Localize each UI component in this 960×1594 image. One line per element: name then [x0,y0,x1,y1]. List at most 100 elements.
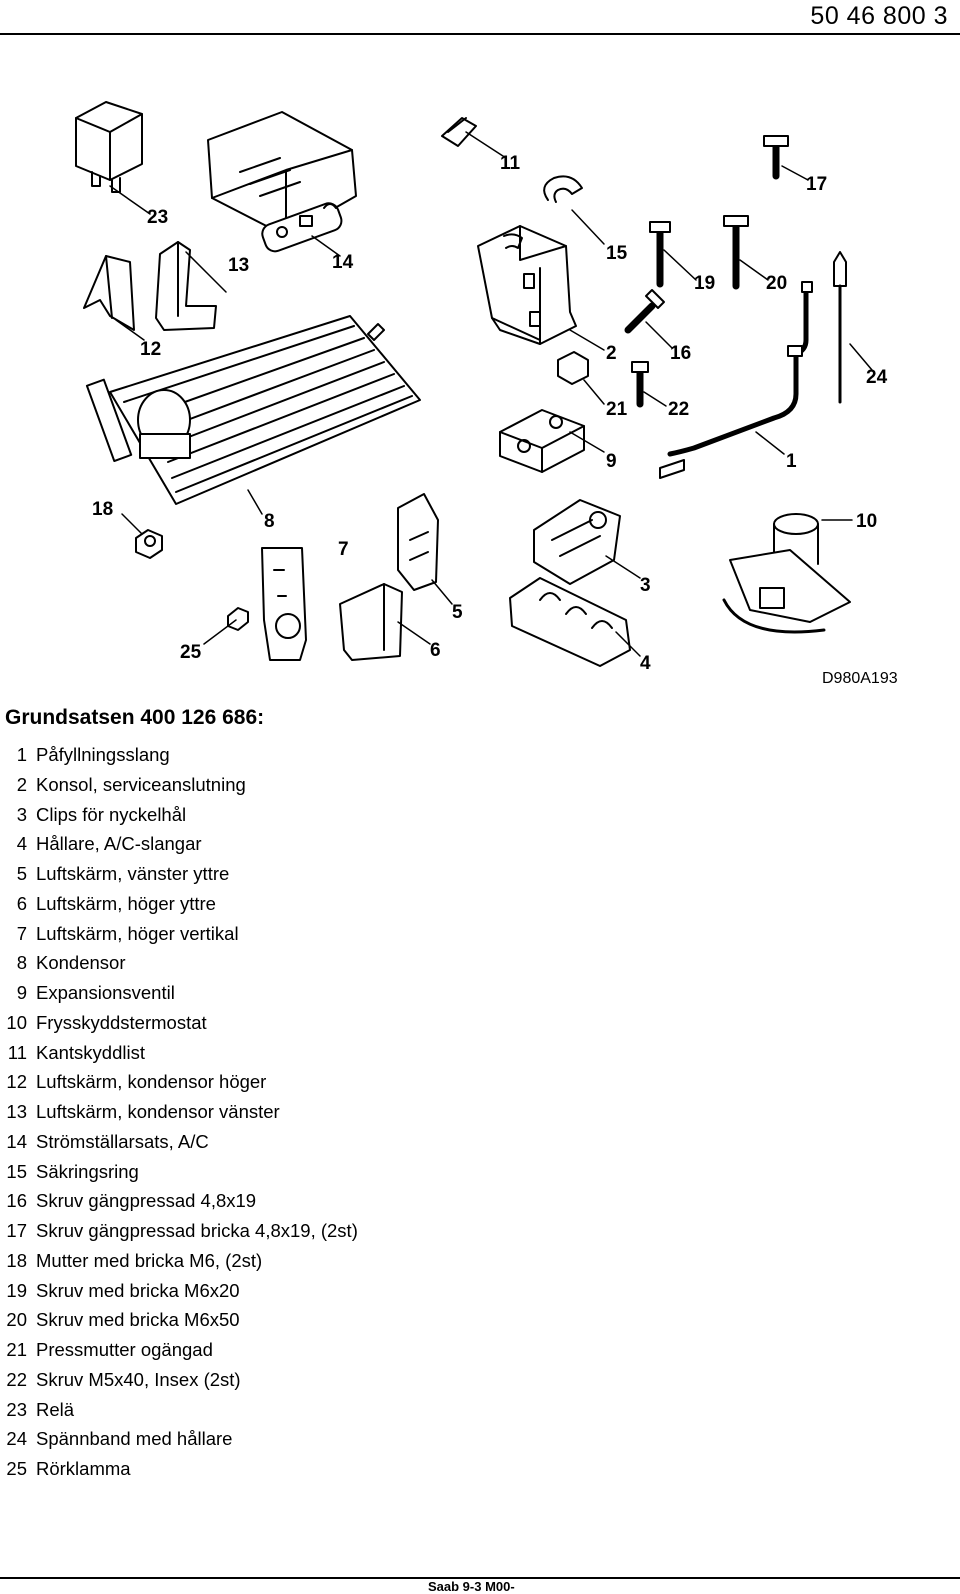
part-number: 22 [6,1368,27,1390]
part-number: 12 [6,1071,27,1093]
part-name: Expansionsventil [36,982,175,1003]
part-name: Skruv gängpressad 4,8x19 [36,1190,257,1212]
list-item: 13 Luftskärm, kondensor vänster [0,1097,358,1127]
callout-label: 20 [766,273,788,294]
callout-label: 7 [338,539,349,560]
thermostat-illustration [722,513,851,634]
callout-label: 2 [606,343,617,364]
part-name: Kondensor [36,952,126,974]
list-item: 16 Skruv gängpressad 4,8x19 [0,1186,358,1216]
callout-label: 8 [264,511,275,532]
list-item: 18 Mutter med bricka M6, (2st) [0,1246,358,1276]
shield-5-illustration [397,493,439,591]
part-number: 7 [16,922,27,944]
part-name: Relä [36,1398,75,1420]
part-name: Skruv gängpressad bricka 4,8x19, (2st) [36,1220,358,1241]
hose-holder-illustration [509,577,631,667]
callout-label: 19 [694,273,716,294]
part-name: Säkringsring [36,1160,139,1182]
part-number: 20 [6,1309,27,1331]
part-number: 17 [6,1220,27,1241]
callout-label: 21 [606,399,628,420]
part-number: 10 [6,1011,27,1033]
callout-label: 24 [866,367,888,388]
figure-reference: D980A193 [822,670,898,687]
part-name: Skruv med bricka M6x20 [36,1279,240,1301]
part-name: Pressmutter ogängad [36,1339,213,1360]
cable-tie-illustration [833,251,847,404]
pipe-clamp-illustration [227,607,249,631]
list-item: 2 Konsol, serviceanslutning [0,770,358,800]
part-number: 9 [16,982,27,1003]
callout-label: 12 [140,339,162,360]
expansion-valve-illustration [499,409,585,473]
screw-22-illustration [631,361,649,408]
screw-20-illustration [723,215,749,290]
parts-diagram [75,101,873,667]
callout-label: 13 [228,255,250,276]
list-item: 25 Rörklamma [0,1454,358,1484]
condenser-shield-12-illustration [83,255,135,331]
callout-label: 3 [640,575,651,596]
callout-label: 4 [640,653,651,674]
callout-label: 16 [670,343,692,364]
part-number: 16 [6,1190,27,1212]
press-nut-illustration [557,351,589,385]
part-number: 4 [16,833,27,855]
callout-label: 6 [430,640,441,661]
callout-label: 22 [668,399,690,420]
part-number: 6 [16,892,27,914]
list-item: 17 Skruv gängpressad bricka 4,8x19, (2st) [0,1216,358,1246]
part-name: Mutter med bricka M6, (2st) [36,1249,263,1271]
service-bracket-illustration [477,225,577,345]
leader-lines [109,131,873,657]
part-name: Kantskyddlist [36,1041,145,1063]
screw-16-illustration [624,289,665,334]
part-number: 13 [6,1101,27,1122]
callout-label: 11 [500,153,521,174]
part-number: 21 [6,1339,27,1360]
part-number: 3 [16,803,27,825]
part-number: 1 [16,744,27,765]
condenser-shield-13-illustration [155,241,217,331]
callout-label: 14 [332,252,354,273]
part-name: Spännband med hållare [36,1428,233,1450]
document-number: 50 46 800 3 [810,2,948,30]
header-rule [0,33,960,35]
list-item: 6 Luftskärm, höger yttre [0,889,358,919]
relay-illustration [75,101,143,193]
part-name: Skruv M5x40, Insex (2st) [36,1368,241,1390]
screw-19-illustration [649,221,671,288]
part-number: 5 [16,863,27,884]
screw-17-illustration [763,135,789,180]
list-item: 22 Skruv M5x40, Insex (2st) [0,1365,358,1395]
callout-label: 25 [180,642,202,663]
callout-label: 15 [606,243,628,264]
list-item: 9 Expansionsventil [0,978,358,1008]
part-number: 2 [16,773,27,795]
part-number: 25 [6,1458,27,1479]
filling-hose-illustration [659,281,813,479]
part-name: Luftskärm, kondensor vänster [36,1101,280,1122]
callout-label: 9 [606,451,617,472]
condenser-illustration [85,315,421,505]
switch-assembly-illustration [207,111,357,253]
part-name: Konsol, serviceanslutning [36,773,246,795]
part-number: 15 [6,1160,27,1182]
keyhole-clip-illustration [533,499,621,585]
part-number: 14 [6,1130,27,1152]
part-name: Rörklamma [36,1458,131,1479]
part-number: 18 [6,1249,27,1271]
list-item: 10 Frysskyddstermostat [0,1008,358,1038]
part-name: Frysskyddstermostat [36,1011,207,1033]
part-name: Luftskärm, höger yttre [36,892,216,914]
